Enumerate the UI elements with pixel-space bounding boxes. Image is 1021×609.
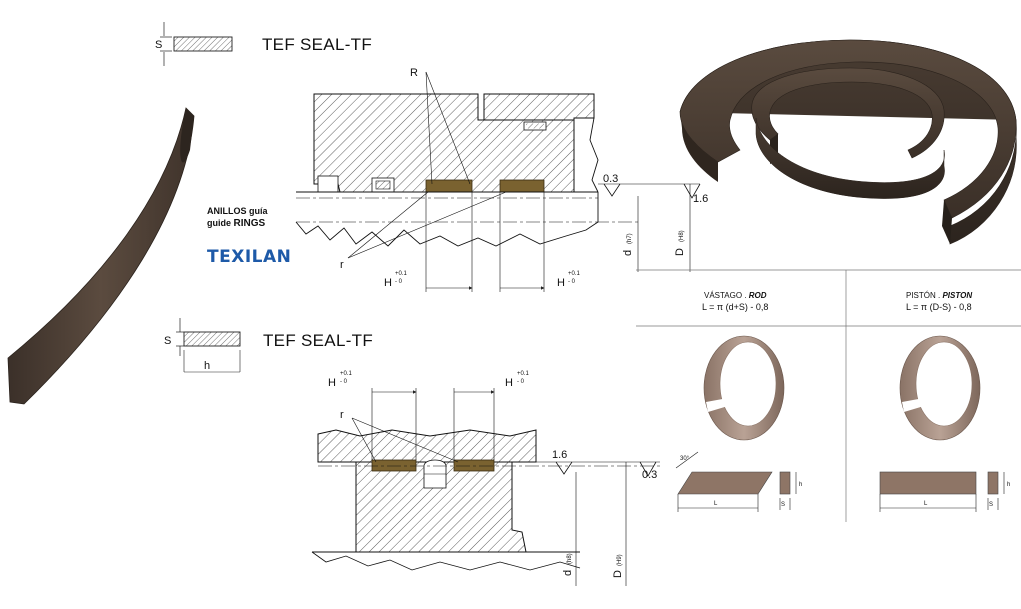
bottom-dim-D: D: [612, 570, 624, 578]
bottom-dim-H1: H: [328, 377, 336, 389]
top-dim-H1: H: [384, 277, 392, 289]
top-label-r: r: [340, 259, 344, 271]
top-dim-D: D: [674, 248, 686, 256]
top-profile-symbol: [160, 22, 233, 66]
rod-angle: 30°: [680, 456, 690, 462]
rod-sleeve-image: [703, 335, 785, 441]
piston-formula: L = π (D-S) - 0,8: [906, 302, 972, 312]
bottom-tol-up-2: +0.1: [517, 371, 530, 377]
bottom-section-drawing: [311, 388, 660, 586]
bottom-tol-up-1: +0.1: [340, 371, 353, 377]
bottom-roughness-a: 1.6: [552, 449, 567, 461]
top-fit-d: (h7): [627, 233, 633, 244]
rod-title: VÁSTAGO . ROD: [704, 291, 767, 300]
rod-formula: L = π (d+S) - 0,8: [702, 302, 768, 312]
bottom-dim-h: h: [204, 360, 210, 372]
top-label-R: R: [410, 67, 418, 79]
piston-title: PISTÓN . PISTON: [906, 291, 972, 300]
bottom-fit-D: (H9): [617, 554, 623, 566]
brand-logo: TEXILAN: [207, 247, 291, 267]
bottom-profile-symbol: [176, 318, 241, 373]
bottom-title: TEF SEAL-TF: [263, 331, 373, 350]
top-dim-H2: H: [557, 277, 565, 289]
top-fit-D: (H8): [679, 230, 685, 242]
top-roughness-a: 0.3: [603, 173, 618, 185]
bottom-roughness-b: 0.3: [642, 469, 657, 481]
bottom-fit-d: (h8): [567, 553, 573, 564]
guide-label-es: ANILLOS guía: [207, 206, 268, 216]
rod-dim-L: L: [714, 501, 718, 507]
top-tol-up-2: +0.1: [568, 271, 581, 277]
rod-dim-h: h: [799, 482, 802, 488]
split-ring-3d: [679, 39, 1017, 245]
top-tol-lo-2: - 0: [568, 279, 576, 285]
top-dim-s: S: [155, 39, 162, 51]
top-title: TEF SEAL-TF: [262, 35, 372, 54]
curved-band-strip: [7, 107, 195, 405]
piston-dim-h: h: [1007, 482, 1010, 488]
bottom-dim-d: d: [562, 570, 574, 576]
top-section-drawing: [295, 71, 701, 292]
guide-label-en: guide RINGS: [207, 218, 266, 229]
bottom-dim-H2: H: [505, 377, 513, 389]
bottom-tol-lo-2: - 0: [517, 379, 525, 385]
piston-dim-L: L: [924, 501, 928, 507]
bottom-label-r: r: [340, 409, 344, 421]
top-tol-up-1: +0.1: [395, 271, 408, 277]
length-table: [636, 269, 1021, 522]
rod-dim-s: S: [781, 502, 785, 508]
top-tol-lo-1: - 0: [395, 279, 403, 285]
top-dim-d: d: [622, 250, 634, 256]
piston-dim-s: S: [989, 502, 993, 508]
piston-sleeve-image: [899, 335, 981, 441]
top-roughness-b: 1.6: [693, 193, 708, 205]
bottom-tol-lo-1: - 0: [340, 379, 348, 385]
bottom-dim-s: S: [164, 335, 171, 347]
